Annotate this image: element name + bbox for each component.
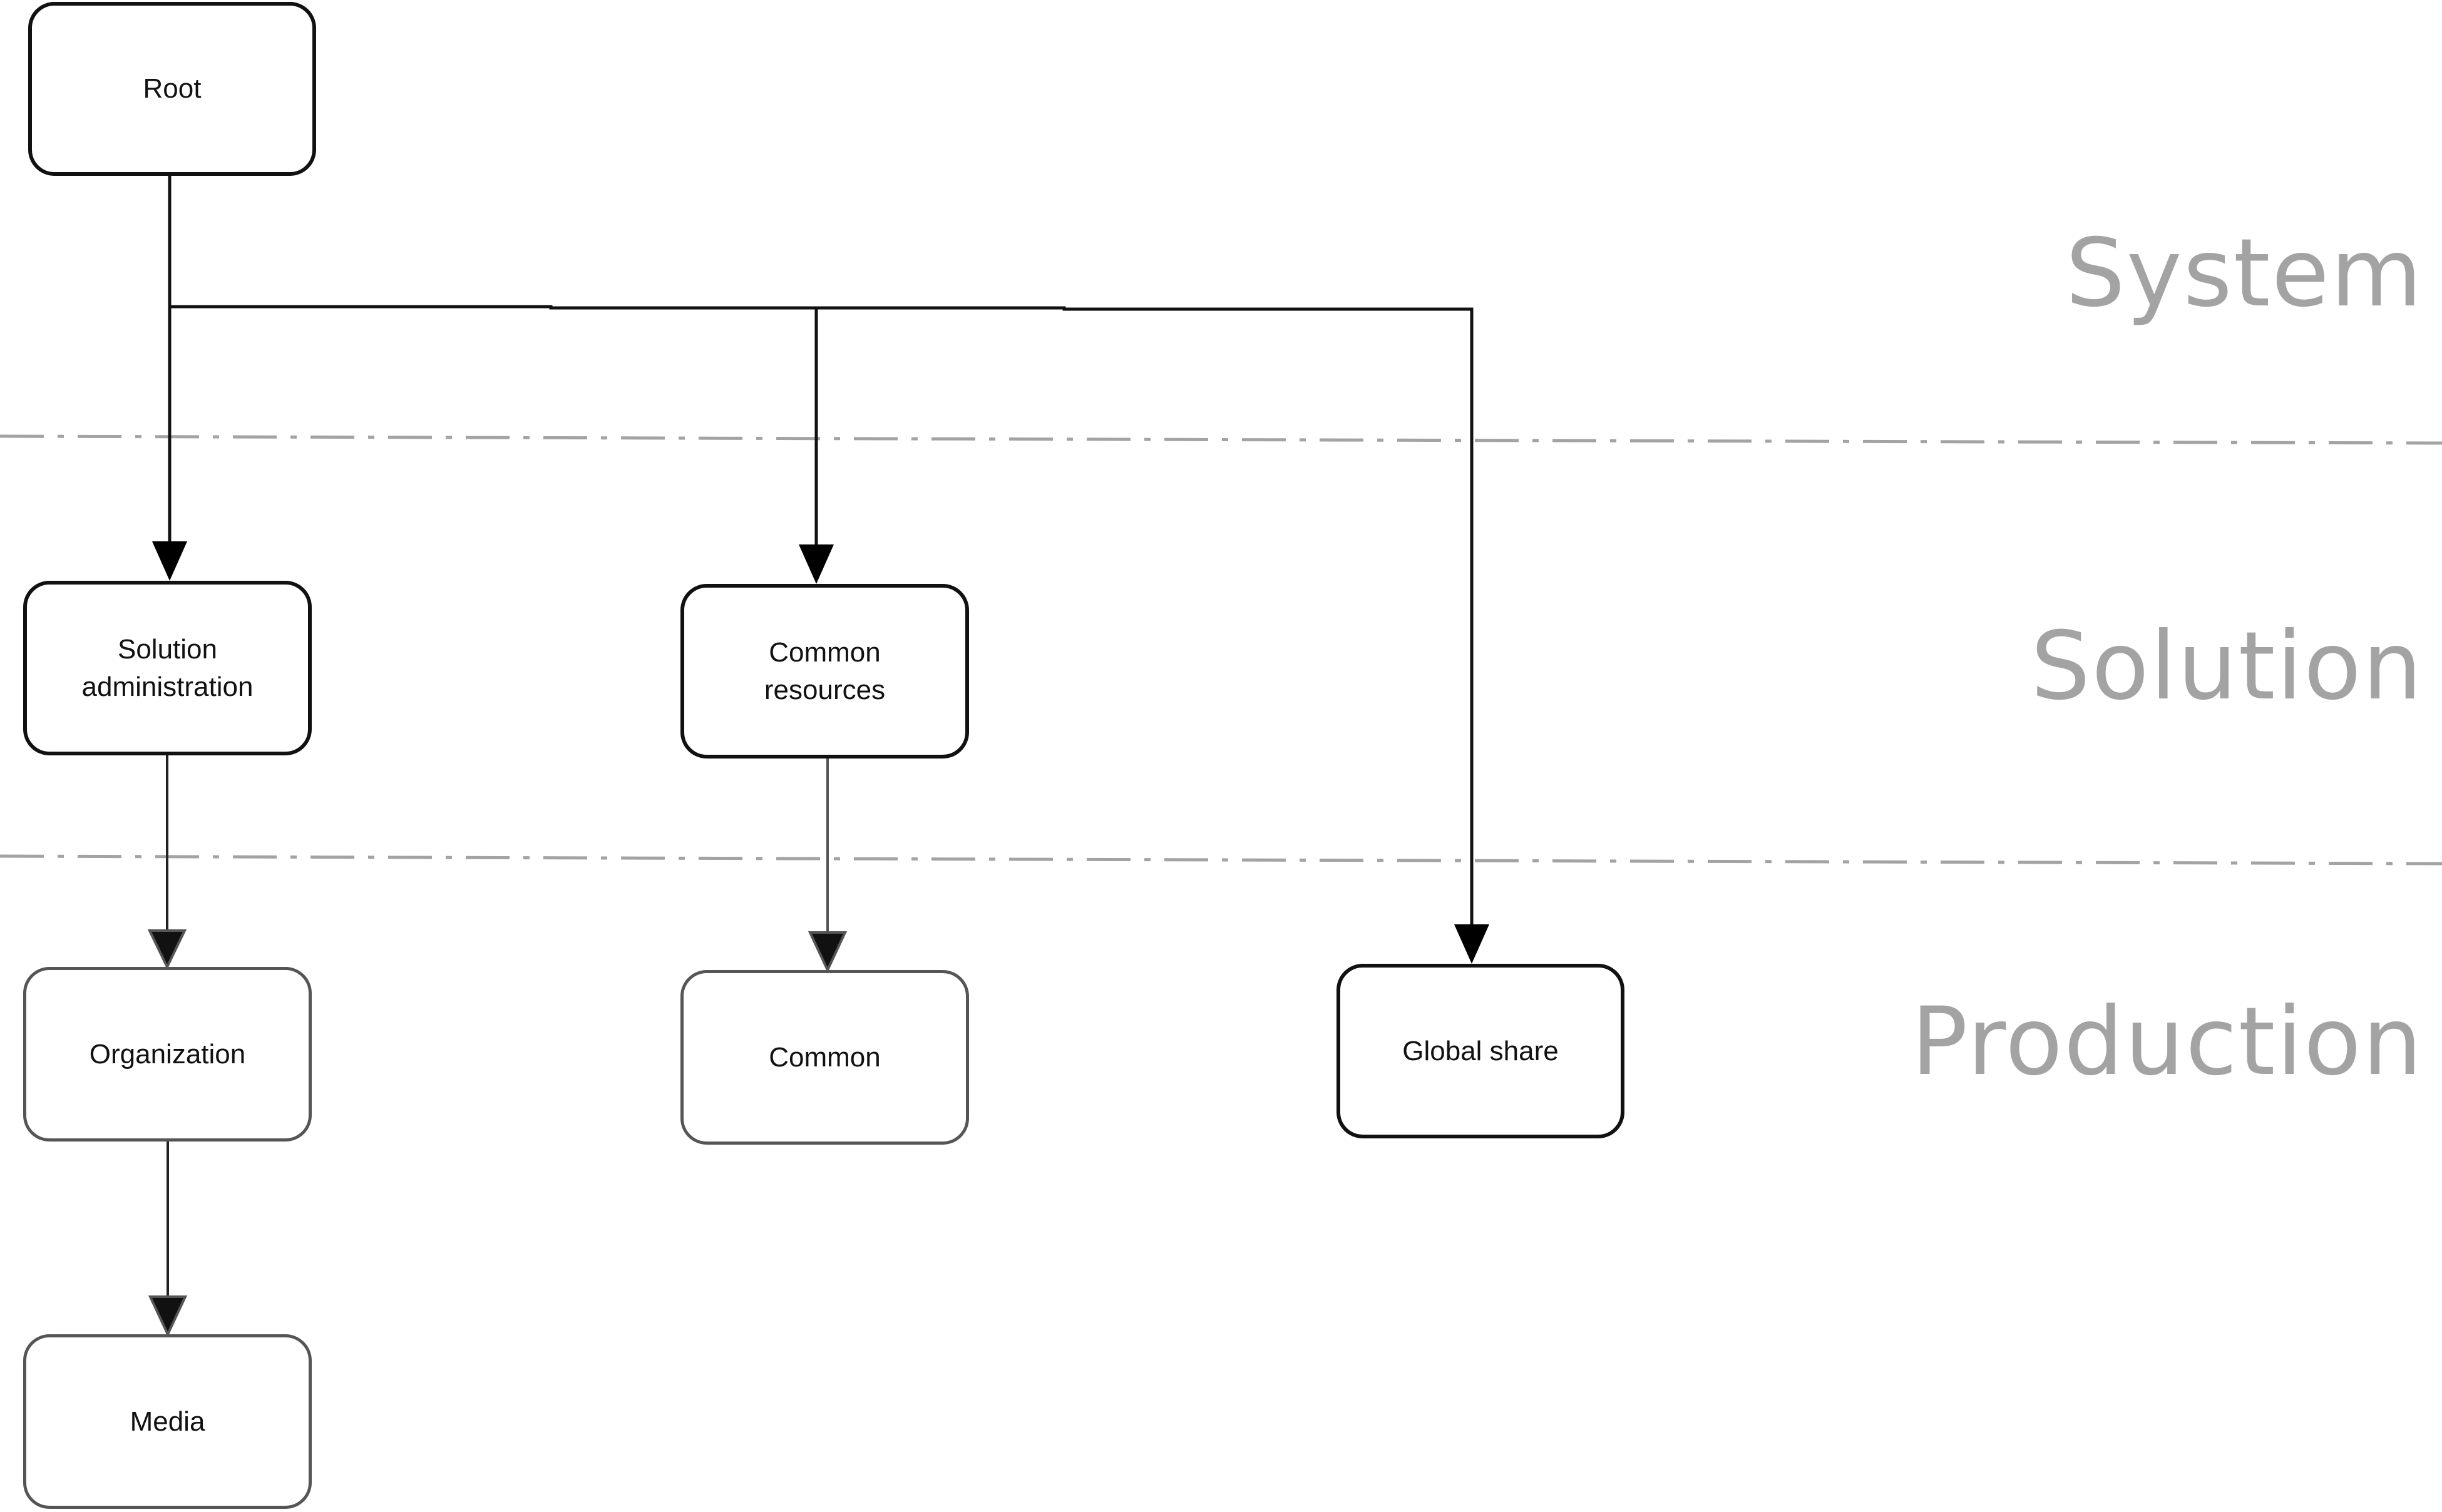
node-organization-label: Organization [89, 1038, 246, 1070]
node-common-resources[interactable]: Common resources [680, 584, 969, 759]
node-common[interactable]: Common [680, 970, 969, 1145]
arrowhead-media [148, 1295, 188, 1337]
arrowhead-common-resources [799, 544, 834, 584]
layer-divider-system-solution [0, 434, 2442, 445]
node-common-resources-label: Common resources [764, 636, 886, 705]
layer-label-system: System [2065, 219, 2423, 328]
node-global-share-label: Global share [1402, 1035, 1559, 1066]
arrowhead-common [808, 931, 848, 973]
arrowhead-global-share [1454, 924, 1489, 964]
node-organization[interactable]: Organization [23, 967, 312, 1142]
node-root-label: Root [143, 73, 202, 104]
layer-label-solution: Solution [2030, 612, 2423, 721]
node-root[interactable]: Root [28, 2, 316, 176]
node-global-share[interactable]: Global share [1336, 964, 1624, 1138]
layer-divider-solution-production [0, 854, 2442, 866]
node-common-label: Common [769, 1041, 881, 1073]
node-media[interactable]: Media [23, 1334, 312, 1509]
arrowhead-solution-admin [152, 541, 187, 581]
node-solution-administration-label: Solution administration [81, 633, 254, 702]
edge-root-branch [170, 305, 1474, 926]
arrowhead-organization [147, 929, 187, 970]
layer-label-production: Production [1911, 988, 2423, 1096]
node-media-label: Media [130, 1406, 205, 1437]
node-solution-administration[interactable]: Solution administration [23, 581, 312, 755]
